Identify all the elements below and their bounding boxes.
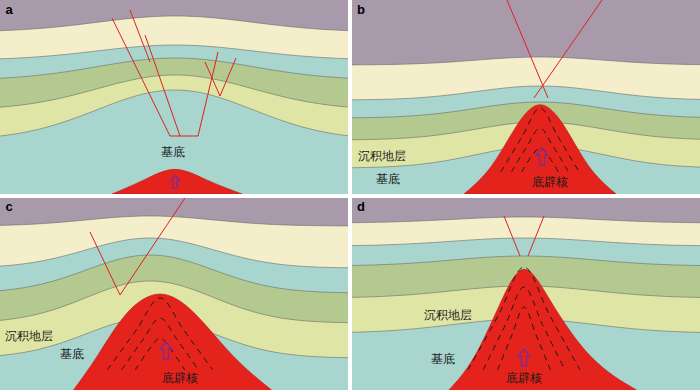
diapir-core bbox=[72, 294, 274, 390]
fault-line bbox=[507, 0, 548, 98]
fault-line bbox=[528, 216, 544, 256]
flow-dash bbox=[107, 298, 212, 370]
fault-line bbox=[90, 232, 120, 295]
layer-boundary bbox=[0, 75, 348, 107]
diapir-core bbox=[447, 269, 640, 390]
strata-layer bbox=[0, 0, 348, 78]
fault-line bbox=[120, 198, 185, 295]
layer-boundary bbox=[352, 86, 700, 100]
layer-boundary bbox=[352, 217, 700, 223]
panel-letter: c bbox=[5, 200, 12, 214]
uplift-arrow bbox=[536, 148, 548, 165]
flow-dash bbox=[501, 108, 579, 172]
section-panel bbox=[0, 198, 348, 390]
core-label: 底辟核 bbox=[506, 372, 542, 385]
strata-layer bbox=[352, 198, 700, 246]
flow-dash bbox=[135, 338, 185, 370]
flow-dash bbox=[522, 148, 559, 172]
panel-letter: a bbox=[5, 3, 12, 17]
fault-line bbox=[205, 62, 220, 96]
uplift-arrow bbox=[518, 349, 530, 366]
fault-line bbox=[198, 52, 218, 136]
fault-line bbox=[170, 136, 198, 137]
rock-label: 沉积地层 bbox=[424, 309, 472, 322]
strata-layer bbox=[352, 0, 700, 100]
layer-boundary bbox=[0, 58, 348, 78]
layer-boundary bbox=[0, 255, 348, 293]
panel-letter: d bbox=[357, 200, 365, 214]
flow-dash bbox=[498, 307, 551, 370]
diapir-core bbox=[112, 169, 242, 194]
flow-dash bbox=[468, 267, 580, 370]
layer-boundary bbox=[352, 256, 700, 266]
layer-boundary bbox=[0, 45, 348, 59]
flow-dash bbox=[511, 128, 568, 172]
layer-boundary bbox=[0, 238, 348, 268]
section-panel bbox=[352, 0, 700, 194]
strata-layer bbox=[0, 198, 348, 293]
section-panel bbox=[352, 198, 700, 390]
diapir-core bbox=[464, 105, 616, 194]
panel-letter: b bbox=[357, 3, 365, 17]
strata-layer bbox=[0, 0, 348, 31]
uplift-arrow bbox=[171, 175, 180, 188]
strata-layer bbox=[0, 198, 348, 226]
fault-line bbox=[112, 18, 170, 136]
rock-label: 基底 bbox=[431, 353, 455, 366]
fault-line bbox=[534, 0, 602, 98]
rock-label: 基底 bbox=[60, 348, 84, 361]
rock-label: 基底 bbox=[376, 173, 400, 186]
layer-boundary bbox=[352, 57, 700, 65]
rock-label: 基底 bbox=[161, 146, 185, 159]
section-panel bbox=[0, 0, 348, 194]
layer-boundary bbox=[0, 216, 348, 226]
strata-layer bbox=[352, 0, 700, 65]
uplift-arrow bbox=[160, 342, 172, 359]
layer-boundary bbox=[0, 16, 348, 31]
rock-label: 沉积地层 bbox=[5, 330, 53, 343]
strata-layer bbox=[352, 0, 700, 118]
rock-label: 沉积地层 bbox=[358, 150, 406, 163]
layer-boundary bbox=[352, 238, 700, 246]
strata-layer bbox=[0, 0, 348, 107]
fault-line bbox=[145, 35, 180, 136]
strata-layer bbox=[352, 198, 700, 266]
flow-dash bbox=[122, 318, 199, 370]
strata-layer bbox=[0, 0, 348, 59]
strata-layer bbox=[352, 198, 700, 223]
core-label: 底辟核 bbox=[162, 372, 198, 385]
fault-line bbox=[504, 216, 520, 256]
strata-layer bbox=[0, 198, 348, 268]
fault-line bbox=[220, 58, 236, 96]
flow-dash bbox=[483, 287, 565, 370]
strata-layer bbox=[0, 0, 348, 136]
layer-boundary bbox=[0, 90, 348, 136]
fault-line bbox=[130, 10, 150, 62]
core-label: 底辟核 bbox=[532, 176, 568, 189]
